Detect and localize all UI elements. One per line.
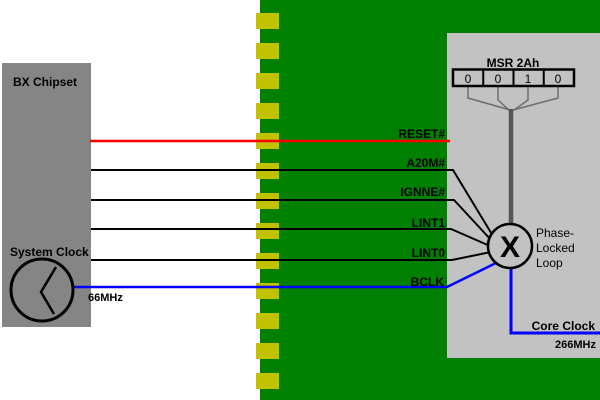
msr-bit3-line	[512, 86, 559, 111]
bclk-label: BCLK	[411, 275, 445, 289]
ignne-wire	[91, 199, 493, 242]
lint0-label: LINT0	[412, 246, 446, 260]
pll-x-symbol: X	[500, 231, 520, 264]
pll-label-line1: Phase-	[536, 226, 574, 240]
connector-pad	[256, 343, 279, 359]
reset-label: RESET#	[398, 127, 445, 141]
clock-hands-icon	[39, 266, 58, 315]
bclk-wire	[73, 261, 497, 289]
msr-bit0-line	[467, 86, 511, 111]
lint1-wire	[91, 228, 491, 247]
pll-label-line3: Loop	[536, 256, 563, 270]
msr-bit-0: 0	[465, 72, 472, 86]
ignne-label: IGNNE#	[400, 185, 445, 199]
a20m-wire	[91, 169, 494, 237]
system-clock-label: System Clock	[10, 245, 89, 259]
core-clock-wire	[509, 250, 600, 335]
core-clock-label: Core Clock	[532, 319, 596, 333]
a20m-label: A20M#	[406, 156, 445, 170]
system-clock-freq: 66MHz	[88, 292, 123, 304]
connector-pad	[256, 223, 279, 239]
connector-pad	[256, 73, 279, 89]
pll-label-line2: Locked	[536, 241, 575, 255]
bx-chipset-label: BX Chipset	[13, 75, 77, 89]
msr-bit1-line	[497, 86, 510, 111]
pll-circle	[486, 222, 534, 270]
connector-pad	[256, 13, 279, 29]
lint0-wire	[91, 251, 492, 261]
connector-pad	[256, 43, 279, 59]
msr-bit2-line	[513, 86, 529, 111]
system-clock-icon	[9, 257, 75, 323]
connector-pad	[256, 103, 279, 119]
lint1-label: LINT1	[412, 216, 446, 230]
core-clock-freq: 266MHz	[555, 339, 596, 351]
connector-pad	[256, 313, 279, 329]
connector-pad	[256, 373, 279, 389]
connector-pad	[256, 283, 279, 299]
msr-bit-1: 0	[495, 72, 502, 86]
msr-bit-2: 1	[525, 72, 532, 86]
msr-bit-3: 0	[555, 72, 562, 86]
msr-label: MSR 2Ah	[487, 56, 540, 70]
